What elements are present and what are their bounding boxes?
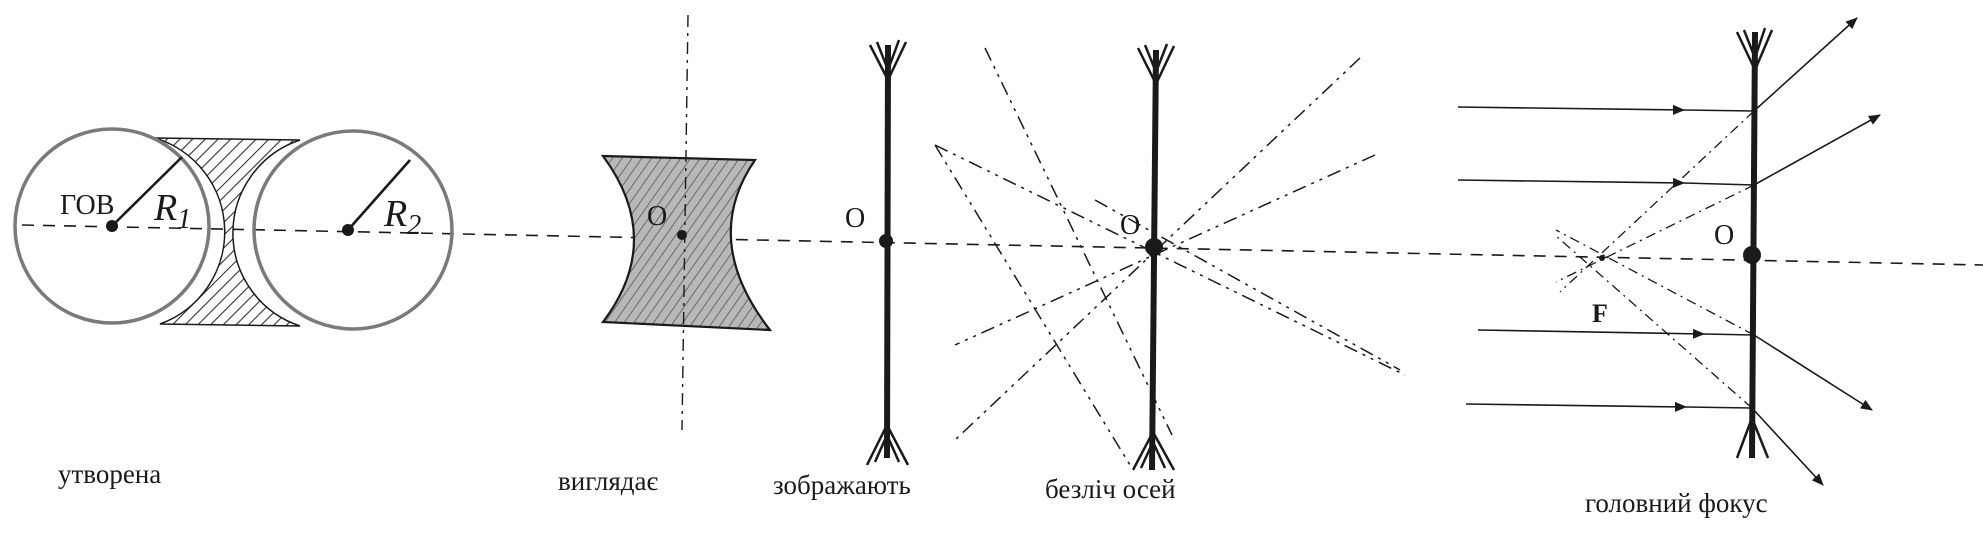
figure-concave-symbol: O зображають: [773, 39, 911, 500]
figure-many-axes: O безліч осей: [934, 43, 1406, 504]
secondary-axis: [934, 144, 1131, 466]
caption-many-axes: безліч осей: [1045, 474, 1176, 504]
optical-center-label: O: [647, 201, 667, 232]
caption-formed: утворена: [58, 459, 161, 489]
incident-ray: [1685, 406, 1753, 409]
concave-lens-symbol-icon: [868, 39, 908, 83]
refracted-ray: [1751, 407, 1824, 486]
incident-ray: [1477, 328, 1705, 339]
center-right-dot: [342, 224, 354, 236]
virtual-ray-extension: [1559, 110, 1755, 293]
incident-ray: [1457, 177, 1685, 188]
refracted-ray: [1753, 17, 1858, 112]
principal-axis: [21, 224, 1983, 266]
figure-spherical-surfaces: ГОВ R1 R2 утворена: [13, 127, 454, 489]
radius-r1-label: R1: [153, 187, 191, 235]
sphere-right: [252, 129, 454, 331]
incident-ray: [1703, 333, 1755, 336]
optical-center-dot: [677, 230, 687, 240]
secondary-axis: [954, 154, 1376, 346]
virtual-ray-extension: [1555, 184, 1755, 283]
focus-point-dot: [1599, 255, 1605, 261]
center-left-dot: [106, 220, 118, 232]
incident-ray: [1457, 104, 1685, 115]
figure-concave-lens: O виглядає: [558, 14, 773, 496]
refracted-ray: [1753, 334, 1873, 411]
optical-center-label: O: [1714, 220, 1734, 251]
figure-principal-focus: O F головний фокус: [1457, 17, 1881, 518]
secondary-axis: [1094, 199, 1401, 371]
virtual-ray-extension: [1554, 234, 1753, 409]
lens-symbol-line: [1149, 49, 1159, 471]
lens-symbol-line: [884, 44, 891, 459]
concave-lens-body: [600, 154, 773, 332]
secondary-axis: [984, 47, 1173, 436]
incident-ray: [1683, 182, 1755, 186]
caption-principal-focus: головний фокус: [1585, 488, 1768, 518]
optical-center-dot: [1145, 238, 1163, 256]
radius-r2-label: R2: [383, 193, 421, 241]
sphere-left: [13, 127, 211, 325]
refracted-ray: [1753, 114, 1881, 186]
center-label-gov: ГОВ: [60, 190, 114, 221]
concave-lens-symbol-bottom-icon: [1735, 414, 1770, 459]
concave-lens-symbol-icon: [1735, 27, 1774, 74]
incident-ray: [1683, 109, 1755, 112]
lens-body-hatched: [154, 137, 301, 327]
radius-r1-line: [111, 156, 183, 227]
optical-center-dot: [879, 234, 893, 248]
optical-center-label: O: [1120, 210, 1140, 241]
caption-looks: виглядає: [558, 466, 659, 496]
virtual-ray-extension: [1555, 229, 1755, 336]
secondary-axis: [934, 144, 1406, 376]
incident-ray: [1465, 401, 1687, 412]
radius-r2-line: [347, 159, 411, 231]
optical-center-dot: [1743, 246, 1761, 264]
optical-center-label: O: [845, 203, 865, 234]
concave-lens-symbol-bottom-icon: [865, 422, 910, 466]
lens-symbol-line: [1749, 31, 1758, 459]
lens-vertical-axis: [681, 14, 689, 431]
focus-label: F: [1592, 299, 1608, 328]
caption-depict: зображають: [773, 470, 911, 500]
concave-lens-symbol-bottom-icon: [1131, 429, 1176, 471]
concave-lens-symbol-icon: [1136, 43, 1176, 87]
